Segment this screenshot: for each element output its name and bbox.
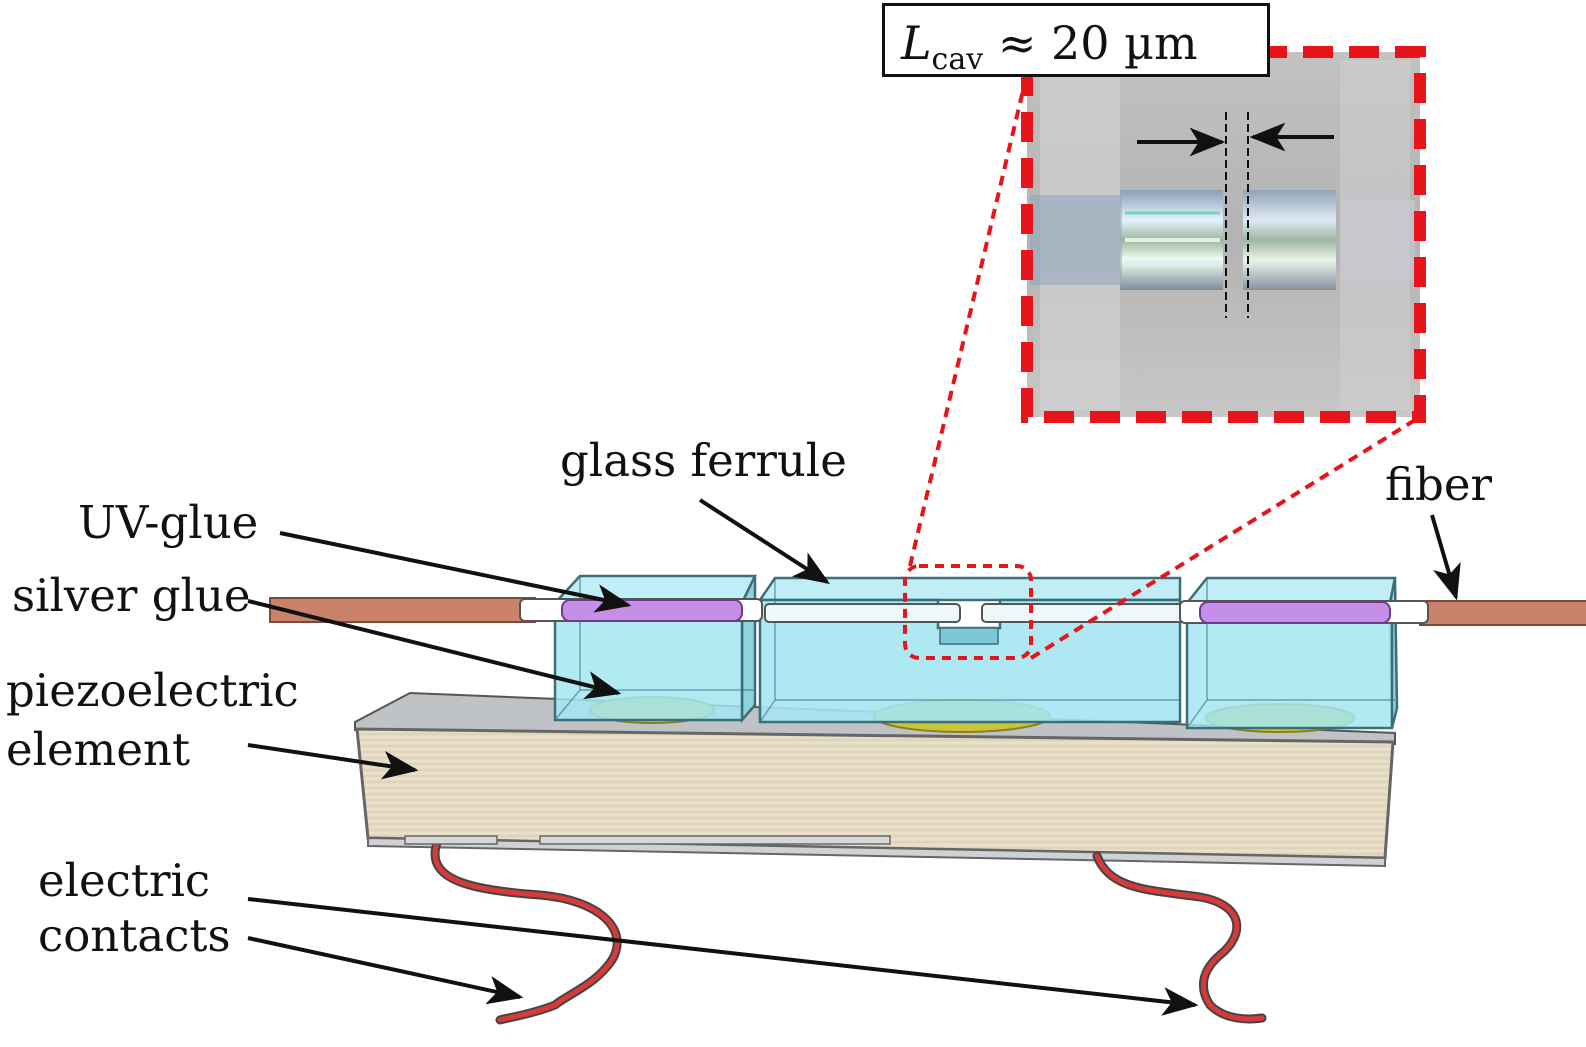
label-contacts-line2: contacts	[38, 909, 231, 962]
label-piezo-line2: element	[6, 723, 191, 776]
piezo-bottom-edge	[367, 836, 1386, 868]
formula-symbol: L	[901, 16, 932, 70]
arrow-silver-glue	[247, 599, 622, 700]
ferrule-left	[552, 574, 757, 724]
arrow-piezo	[247, 743, 419, 780]
piezo-contact-pad-left	[404, 835, 498, 845]
fiber-right	[1419, 600, 1586, 626]
fiber-core-middle-left	[764, 603, 961, 623]
label-fiber: fiber	[1385, 458, 1492, 511]
piezo-contact-pad-right	[539, 835, 891, 845]
formula-subscript: cav	[931, 42, 984, 77]
label-glass-ferrule: glass ferrule	[560, 434, 847, 487]
label-contacts-line1: electric	[38, 854, 211, 907]
arrow-contacts-right	[247, 897, 1199, 1016]
arrow-contacts-left	[247, 936, 524, 1005]
arrow-fiber	[1430, 514, 1461, 601]
zoom-line-right	[1029, 418, 1417, 660]
zoom-line-left	[908, 81, 1027, 567]
microscope-inset	[1027, 52, 1420, 417]
arrow-uv-glue	[279, 531, 632, 613]
label-silver-glue: silver glue	[12, 569, 251, 622]
label-piezo-line1: piezoelectric	[6, 664, 299, 717]
uv-glue-right	[1199, 601, 1391, 624]
formula-relation: ≈ 20 µm	[997, 16, 1198, 70]
uv-glue-left	[561, 599, 743, 622]
zoom-region-marker	[903, 564, 1033, 660]
ferrule-middle	[757, 576, 1182, 724]
cavity-length-formula: Lcav ≈ 20 µm	[901, 16, 1198, 77]
fiber-core-middle-right	[981, 603, 1193, 623]
arrow-glass-ferrule	[698, 498, 831, 584]
cavity-length-box: Lcav ≈ 20 µm	[882, 3, 1270, 77]
label-uv-glue: UV-glue	[78, 496, 259, 549]
